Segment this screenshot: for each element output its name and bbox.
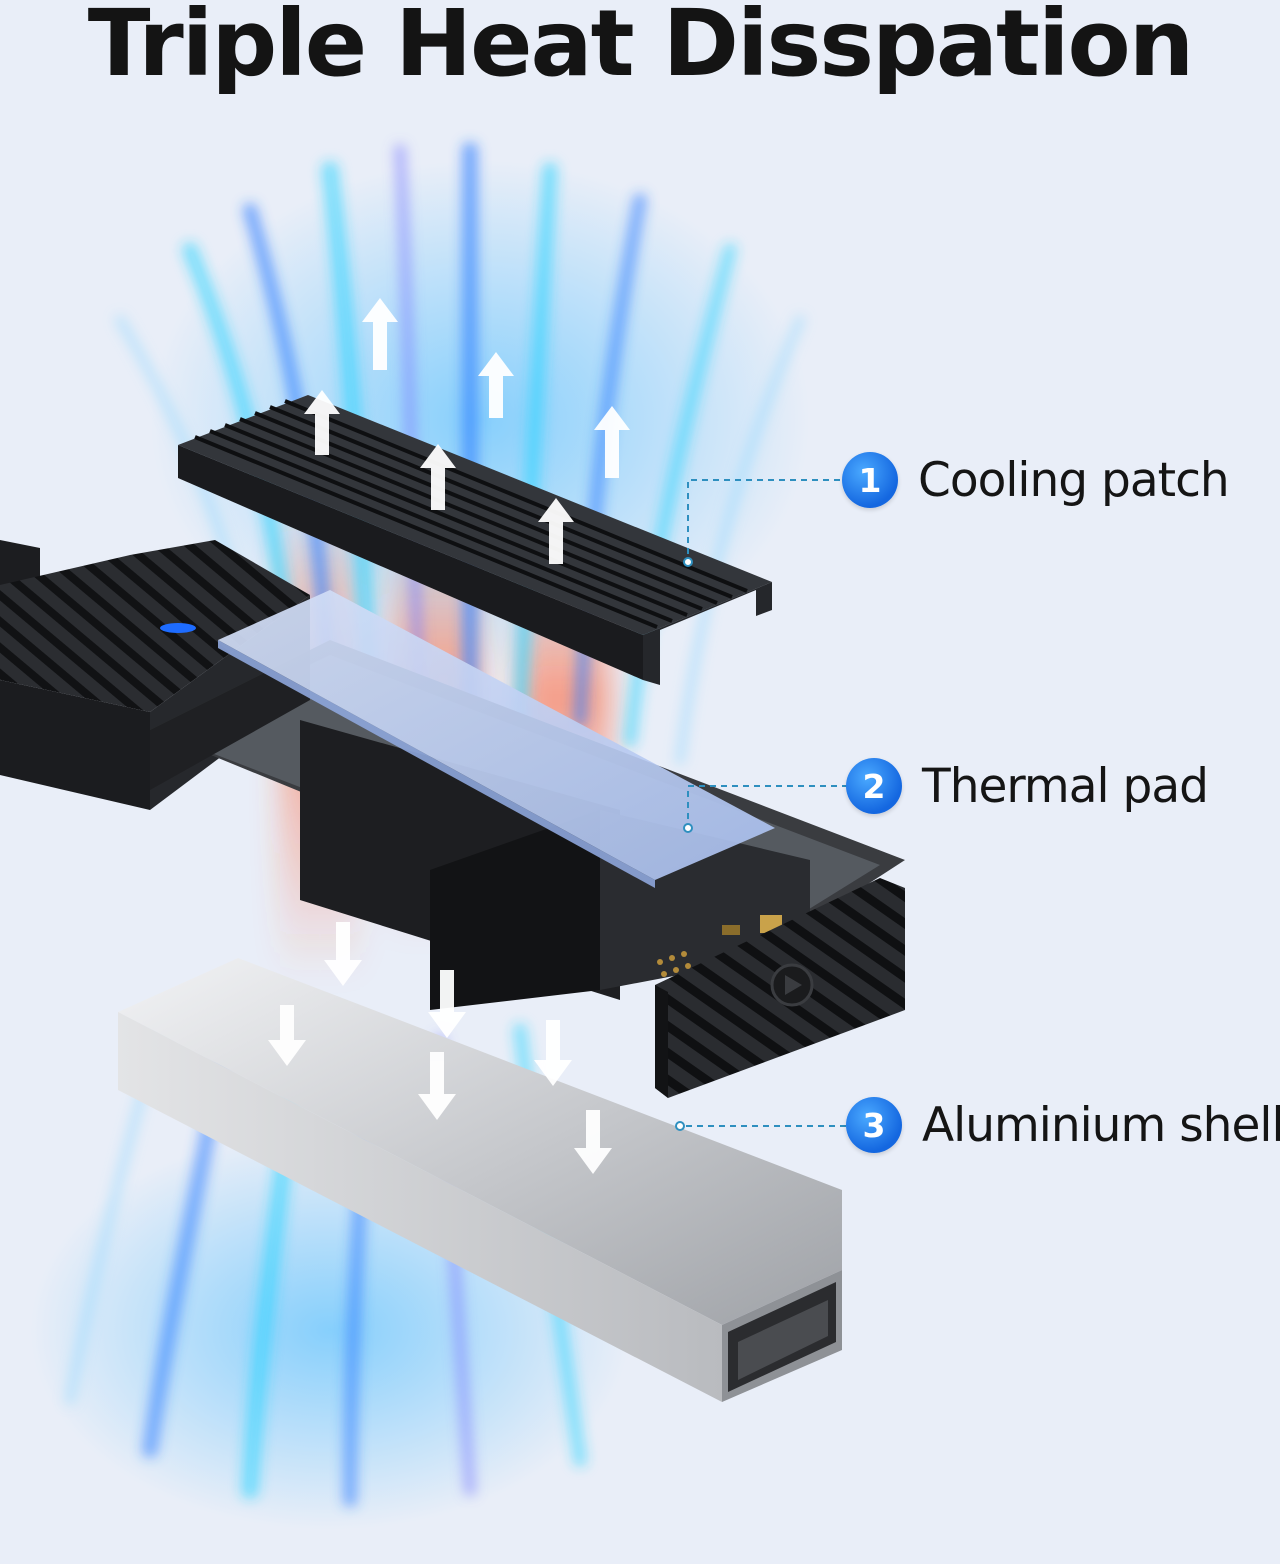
thermal-pad — [218, 590, 775, 888]
callout-thermal-pad: 2 Thermal pad — [846, 758, 1209, 814]
callout-number-badge: 3 — [846, 1097, 902, 1153]
callout-aluminium-shell: 3 Aluminium shell — [846, 1097, 1280, 1153]
leader-endpoints — [675, 557, 693, 1131]
page-title: Triple Heat Disspation — [87, 0, 1194, 97]
callout-number-badge: 2 — [846, 758, 902, 814]
callout-label: Thermal pad — [922, 758, 1209, 814]
callout-label: Aluminium shell — [922, 1097, 1280, 1153]
aluminium-shell — [118, 958, 842, 1402]
leader-lines — [680, 479, 848, 1127]
callout-cooling-patch: 1 Cooling patch — [842, 452, 1230, 508]
callout-number-badge: 1 — [842, 452, 898, 508]
enclosure-end-cap — [655, 878, 905, 1098]
callout-label: Cooling patch — [918, 452, 1230, 508]
heat-arrows-down — [268, 922, 612, 1174]
heat-arrows-up — [304, 298, 630, 564]
